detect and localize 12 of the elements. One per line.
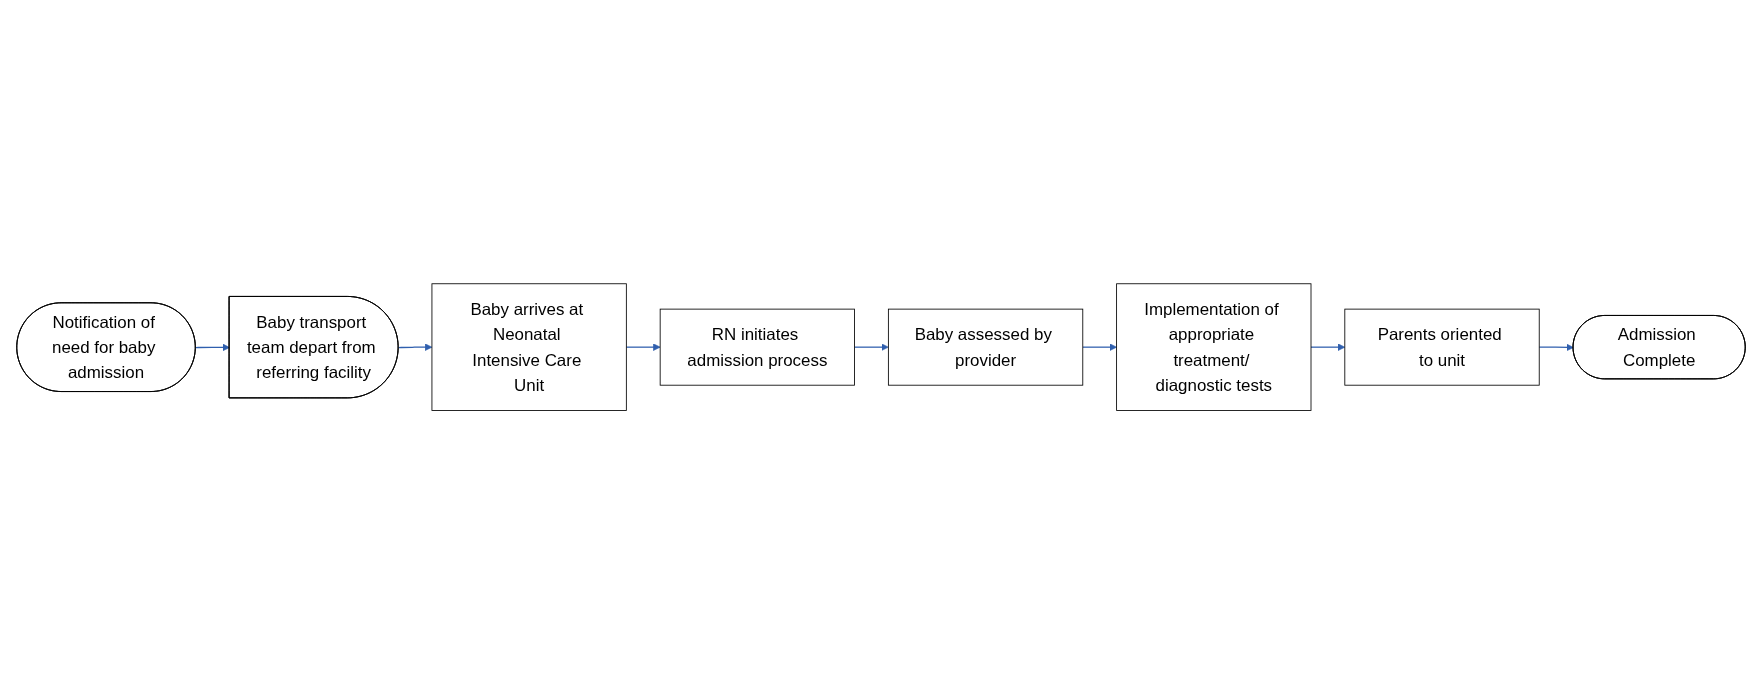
arrow — [1310, 343, 1346, 352]
arrow — [625, 343, 661, 352]
arrow — [1538, 344, 1574, 352]
node-box: Parents oriented to unit — [1344, 309, 1540, 386]
node-box: Baby arrives at Neonatal Intensive Care Unit — [431, 283, 627, 412]
node-box: RN initiates admission process — [659, 309, 855, 386]
arrow — [1082, 343, 1117, 352]
arrow — [853, 343, 889, 352]
arrow — [397, 343, 433, 352]
arrow — [195, 344, 230, 352]
node-box: Baby assessed by provider — [887, 309, 1084, 386]
node-box: Implementation of appropriate treatment/ diagnostic tests — [1116, 283, 1312, 412]
